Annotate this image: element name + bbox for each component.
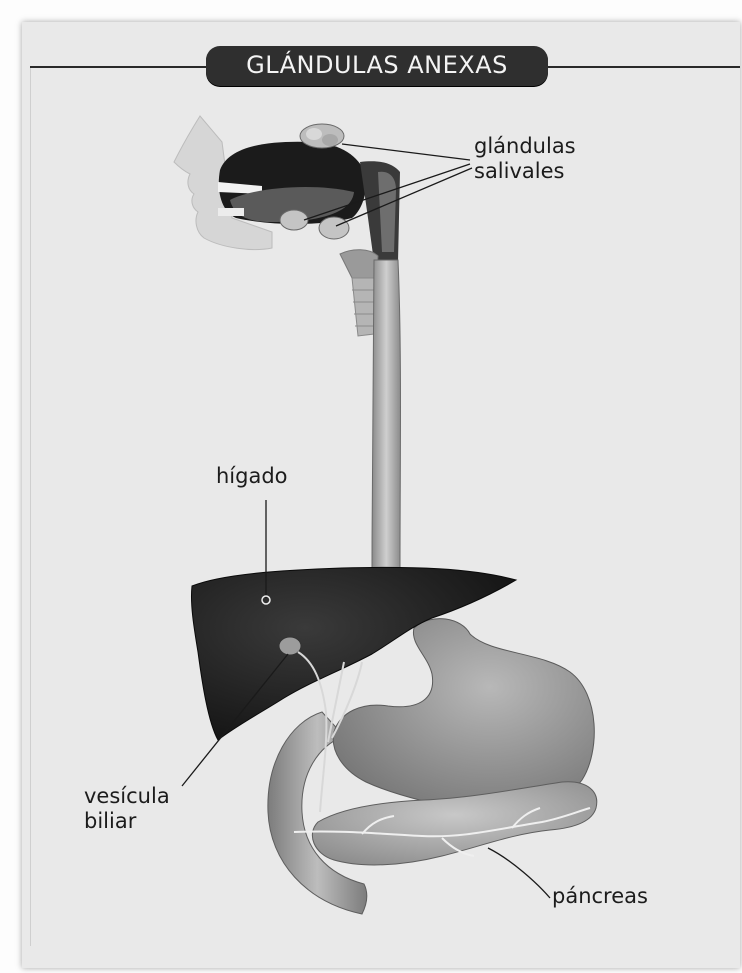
label-liver: hígado	[216, 464, 288, 489]
label-salivary-line2: salivales	[474, 159, 576, 184]
textbook-page: GLÁNDULAS ANEXAS	[22, 22, 740, 968]
label-gallbladder-line2: biliar	[84, 809, 170, 834]
gallbladder-organ	[279, 637, 301, 655]
label-gallbladder-line1: vesícula	[84, 784, 170, 809]
label-salivary-line1: glándulas	[474, 134, 576, 159]
label-pancreas: páncreas	[552, 884, 648, 909]
esophagus	[372, 260, 401, 570]
